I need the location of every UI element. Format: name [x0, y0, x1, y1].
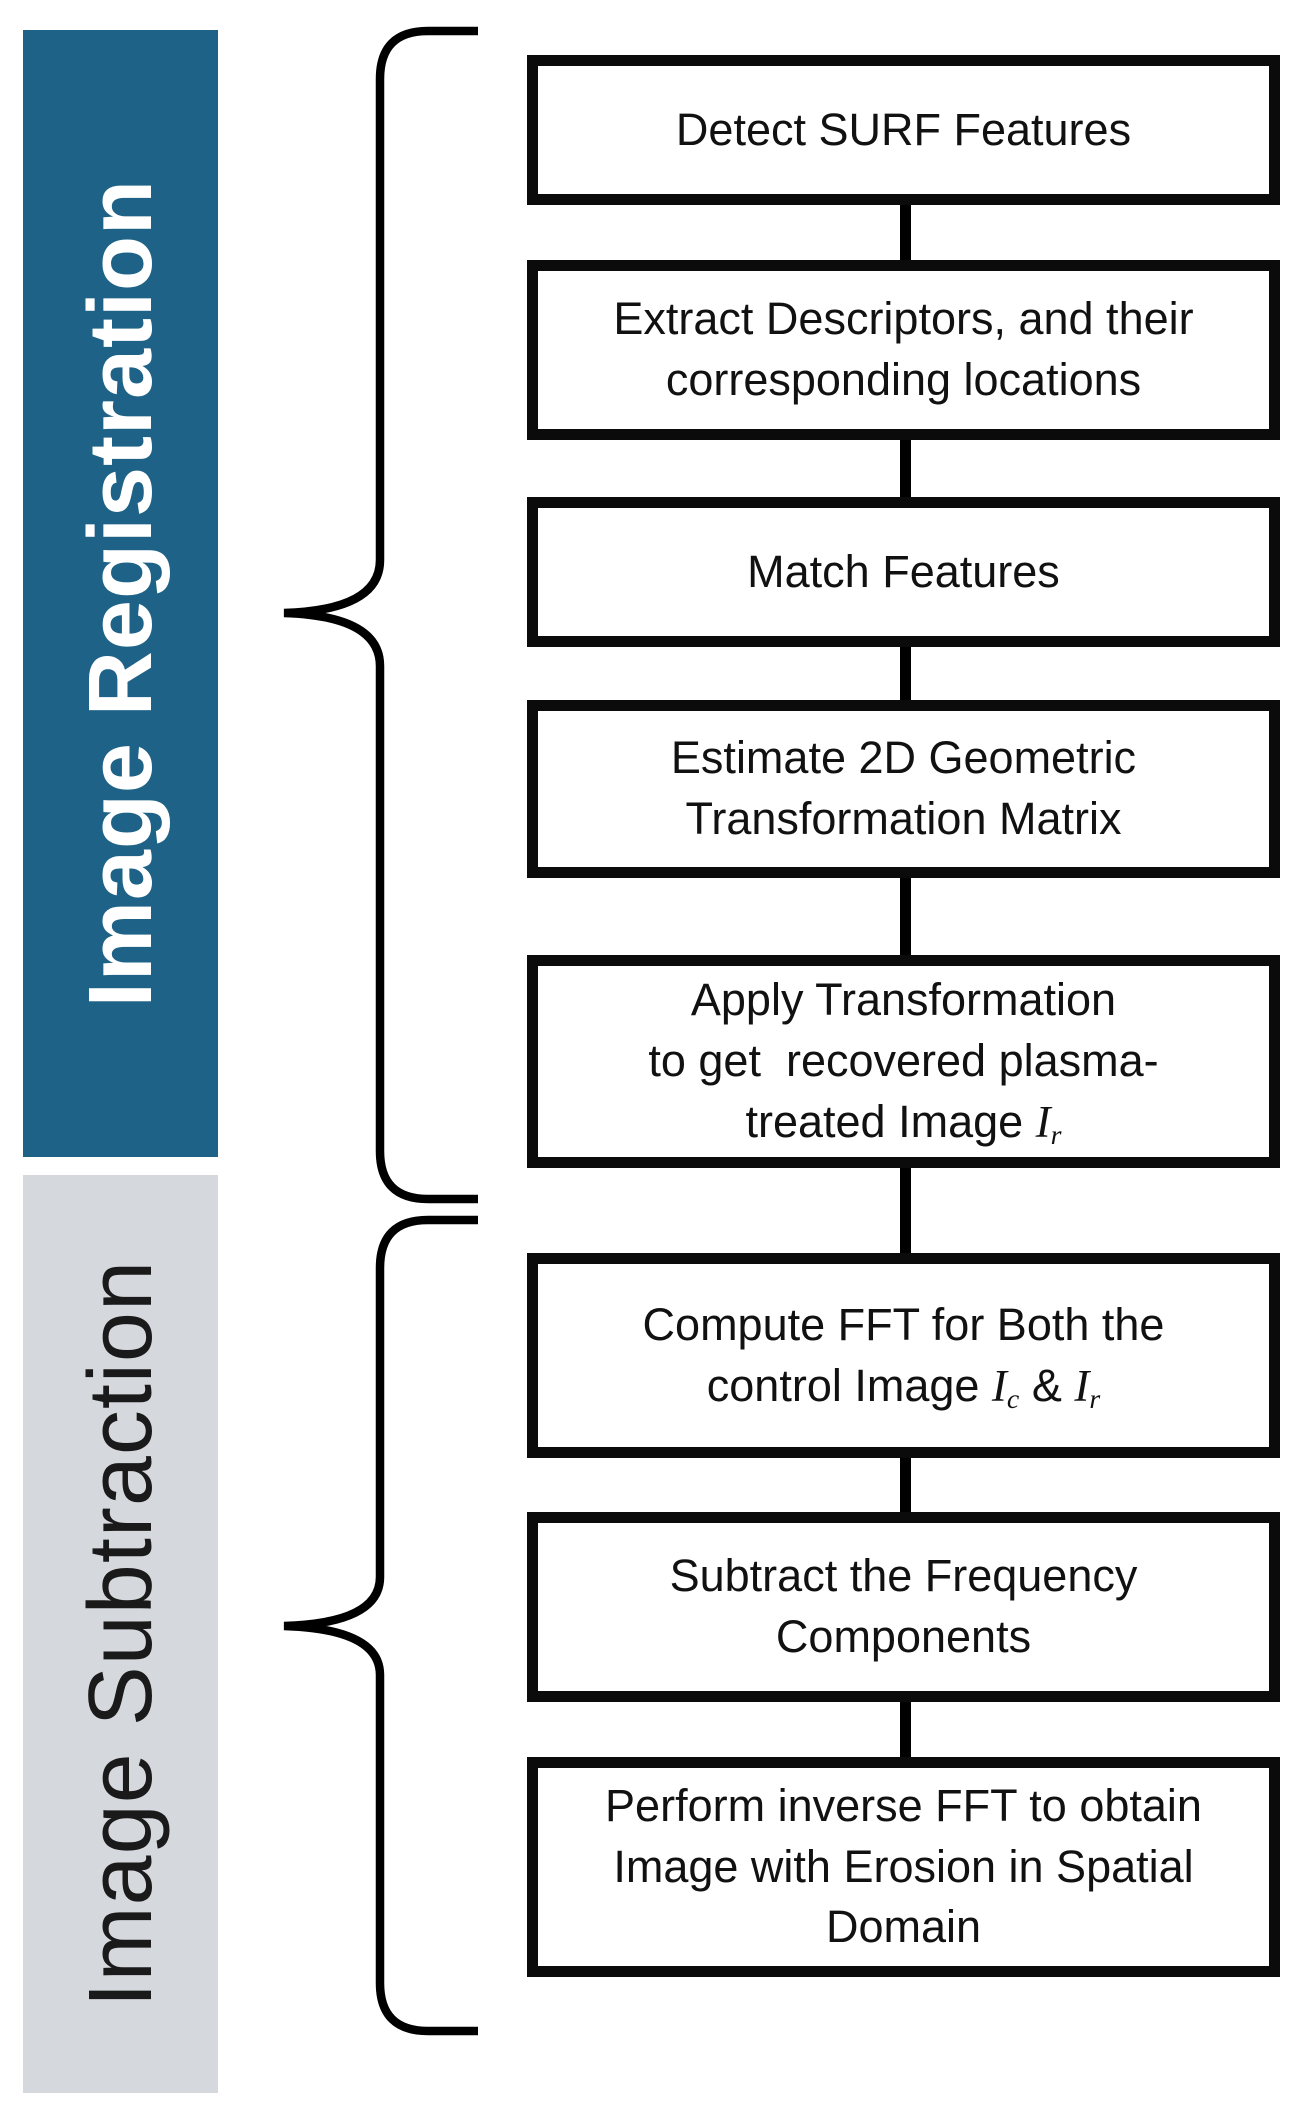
section-label-image-subtraction: Image Subtraction: [70, 1260, 171, 2008]
step-text: treated Image: [745, 1095, 1036, 1147]
step-text: Transformation Matrix: [685, 793, 1122, 844]
section-label-image-registration: Image Registration: [70, 179, 171, 1008]
step-text: Perform inverse FFT to obtain: [605, 1779, 1202, 1831]
math-var-I: I: [991, 1360, 1007, 1411]
step-text: Detect SURF Features: [675, 103, 1132, 155]
step-text: to get recovered plasma-: [648, 1035, 1159, 1087]
section-bar-image-subtraction: Image Subtraction: [23, 1175, 218, 2093]
step-box-match-features: Match Features: [527, 497, 1280, 647]
step-box-subtract-frequency: Subtract the Frequency Components: [527, 1512, 1280, 1702]
math-sub-r: r: [1050, 1119, 1062, 1151]
registration-brace: [283, 26, 478, 1204]
step-box-detect-surf-features: Detect SURF Features: [527, 55, 1280, 205]
step-text-math: control Image Ic & Ir: [707, 1356, 1100, 1417]
step-text: Components: [775, 1611, 1032, 1662]
step-text: Image with Erosion in Spatial: [613, 1840, 1194, 1892]
step-text-math: treated Image Ir: [745, 1092, 1061, 1153]
step-box-extract-descriptors: Extract Descriptors, and their correspon…: [527, 260, 1280, 440]
step-text: control Image: [706, 1359, 992, 1411]
ampersand: &: [1019, 1359, 1075, 1411]
step-text: corresponding locations: [665, 354, 1142, 405]
step-text: Apply Transformation: [690, 974, 1117, 1026]
step-box-estimate-transformation: Estimate 2D Geometric Transformation Mat…: [527, 700, 1280, 878]
step-text: Estimate 2D Geometric: [670, 732, 1137, 784]
step-text: Match Features: [747, 545, 1060, 597]
step-box-inverse-fft: Perform inverse FFT to obtain Image with…: [527, 1757, 1280, 1977]
section-bar-image-registration: Image Registration: [23, 30, 218, 1157]
step-text: Domain: [825, 1901, 982, 1953]
step-box-compute-fft: Compute FFT for Both the control Image I…: [527, 1253, 1280, 1458]
step-text: Subtract the Frequency: [669, 1550, 1138, 1602]
math-sub-c: c: [1006, 1383, 1020, 1415]
subtraction-brace: [283, 1215, 478, 2036]
step-text: Compute FFT for Both the: [642, 1298, 1165, 1350]
step-text: Extract Descriptors, and their: [613, 293, 1194, 345]
math-var-I: I: [1074, 1360, 1090, 1411]
math-sub-r: r: [1089, 1383, 1101, 1415]
math-var-I: I: [1035, 1096, 1051, 1147]
step-box-apply-transformation: Apply Transformation to get recovered pl…: [527, 955, 1280, 1168]
